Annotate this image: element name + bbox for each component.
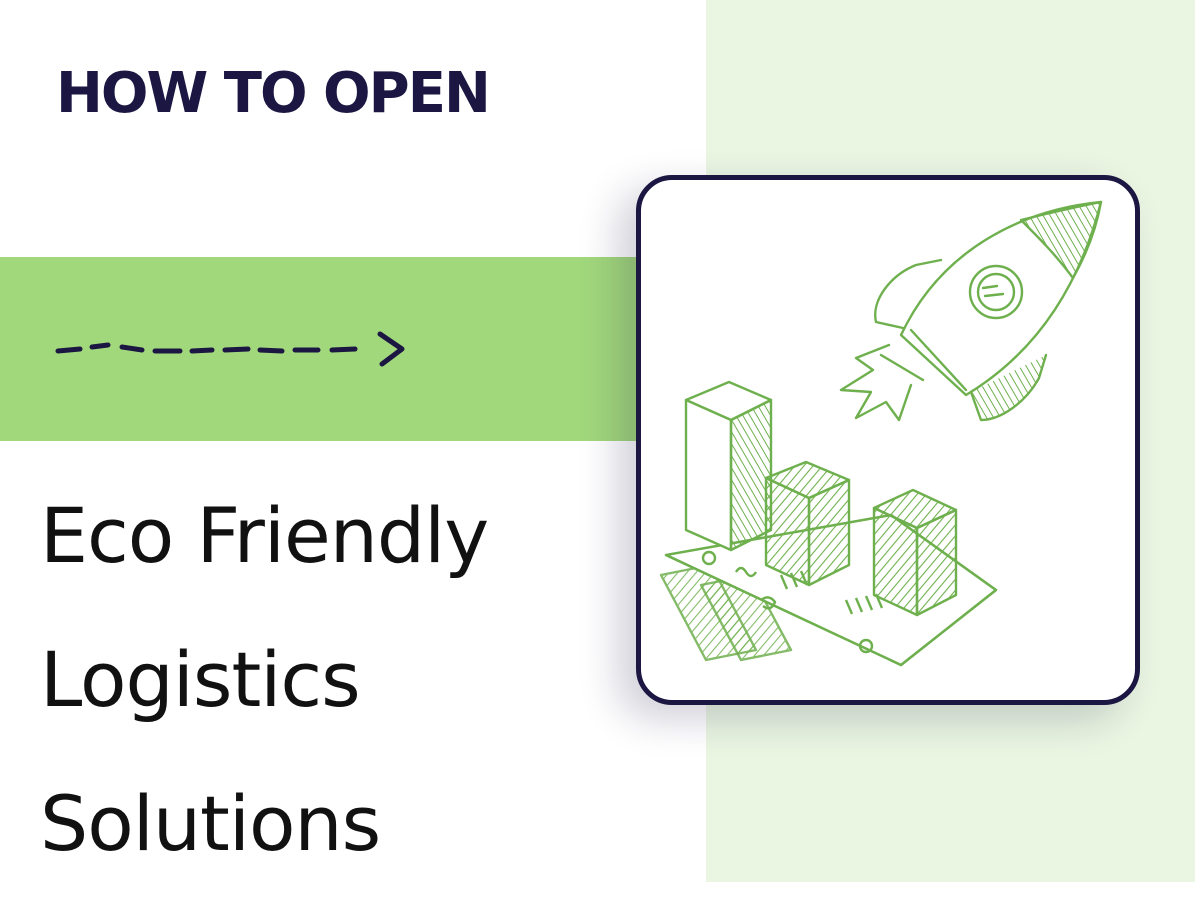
title-line-2: Logistics <box>40 635 361 724</box>
main-title: Eco Friendly Logistics Solutions <box>40 486 489 918</box>
illustration-card <box>636 175 1140 705</box>
growth-illustration <box>659 200 1103 667</box>
kicker-heading: HOW TO OPEN <box>56 61 491 126</box>
rocket-icon <box>839 200 1103 422</box>
title-line-1: Eco Friendly <box>40 491 489 580</box>
dashed-arrow-right-icon <box>55 331 405 367</box>
title-line-3: Solutions <box>40 779 381 868</box>
bar-chart-icon <box>684 380 958 617</box>
